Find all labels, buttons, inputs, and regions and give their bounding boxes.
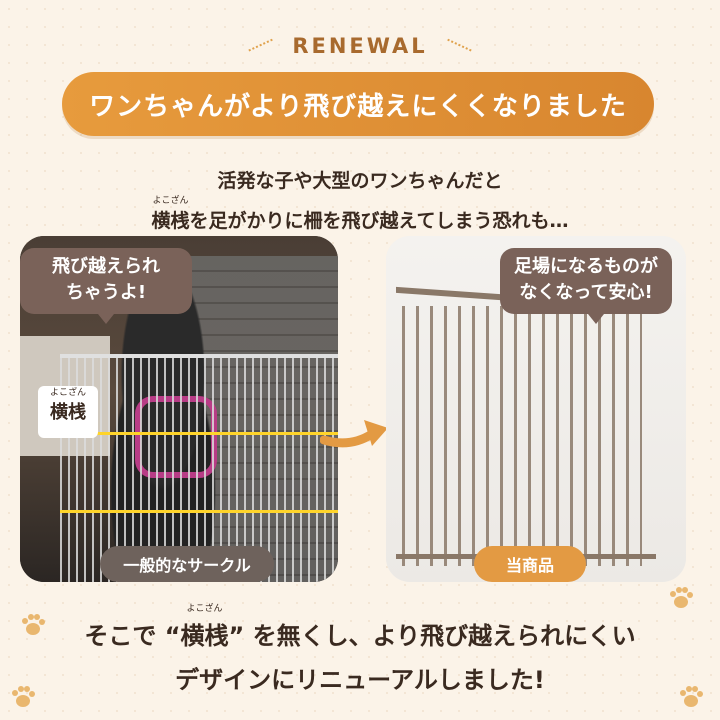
paw-icon <box>670 587 693 608</box>
closing-text: そこで “よこざん横桟” を無くし、より飛び越えられにくい デザインにリニューア… <box>0 604 720 702</box>
rail-label: よこざん 横桟 <box>38 386 98 438</box>
intro-line-1: 活発な子や大型のワンちゃんだと <box>217 170 503 192</box>
closing-line-2: デザインにリニューアルしました! <box>175 666 545 694</box>
closing-line-1: そこで “よこざん横桟” を無くし、より飛び越えられにくい <box>0 604 720 658</box>
intro-text: 活発な子や大型のワンちゃんだと よこざん 横桟 を足がかりに柵を飛び越えてしまう… <box>0 166 720 236</box>
ruby-yokozan: よこざん横桟 <box>180 604 229 650</box>
horizontal-rail <box>60 510 338 513</box>
headline-pill: ワンちゃんがより飛び越えにくくなりました <box>62 72 654 136</box>
paw-icon <box>680 686 703 707</box>
ruby-yokozan: よこざん 横桟 <box>151 196 190 232</box>
comparison-photo-general-circle <box>20 236 338 582</box>
fence <box>60 354 338 582</box>
fence <box>402 306 642 566</box>
renewal-badge: RENEWAL <box>292 34 428 58</box>
headline-text: ワンちゃんがより飛び越えにくくなりました <box>89 91 627 122</box>
caption-this-product: 当商品 <box>474 546 586 582</box>
arrow-icon <box>320 420 388 448</box>
speech-bubble-right: 足場になるものが なくなって安心! <box>500 248 672 324</box>
paw-icon <box>22 614 45 635</box>
horizontal-rail <box>60 432 338 435</box>
paw-icon <box>12 686 35 707</box>
caption-general-circle: 一般的なサークル <box>100 546 274 582</box>
intro-line-2: よこざん 横桟 を足がかりに柵を飛び越えてしまう恐れも… <box>0 196 720 236</box>
speech-bubble-left: 飛び越えられ ちゃうよ! <box>20 248 192 324</box>
